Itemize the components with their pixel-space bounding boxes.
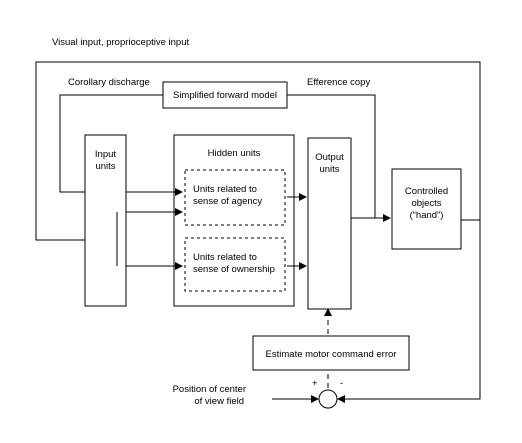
ownership-units-label-line2: sense of ownership: [193, 264, 275, 275]
controlled-objects-label-line3: (“hand”): [410, 210, 444, 221]
estimate-error-box: [252, 335, 410, 371]
controlled-objects-label-line1: Controlled: [405, 186, 448, 197]
input-units-label-line1: Input: [95, 149, 116, 160]
output-units-label-line1: Output: [315, 152, 344, 163]
hidden-units-box: [173, 134, 295, 307]
summing-junction: [318, 389, 338, 409]
output-units-label-line2: units: [319, 164, 339, 175]
agency-units-label-line1: Units related to: [193, 184, 257, 195]
controlled-objects-label-line2: objects: [411, 198, 441, 209]
efference-copy-label: Efference copy: [307, 77, 370, 88]
input-units-box: [84, 134, 127, 307]
position-label-line1: Position of center: [173, 384, 246, 395]
position-label-line2: of view field: [194, 396, 244, 407]
estimate-error-label: Estimate motor command error: [266, 349, 397, 360]
minus-sign: -: [340, 378, 343, 389]
controlled-objects-box: [391, 168, 462, 250]
input-units-label-line2: units: [95, 161, 115, 172]
ownership-units-label-line1: Units related to: [193, 252, 257, 263]
ownership-units-box: [184, 237, 286, 292]
controlled-to-summing-arrow: [337, 219, 481, 403]
forward-model-label: Simplified forward model: [173, 90, 277, 101]
efference-copy-line: [287, 94, 376, 218]
plus-sign: +: [312, 378, 318, 389]
corollary-discharge-label: Corollary discharge: [68, 77, 150, 88]
forward-model-box: [162, 81, 288, 109]
agency-units-label-line2: sense of agency: [193, 196, 262, 207]
top-input-label: Visual input, proprioceptive input: [52, 37, 189, 48]
hidden-units-label: Hidden units: [208, 148, 261, 159]
agency-units-box: [184, 169, 286, 226]
output-units-box: [307, 137, 352, 310]
